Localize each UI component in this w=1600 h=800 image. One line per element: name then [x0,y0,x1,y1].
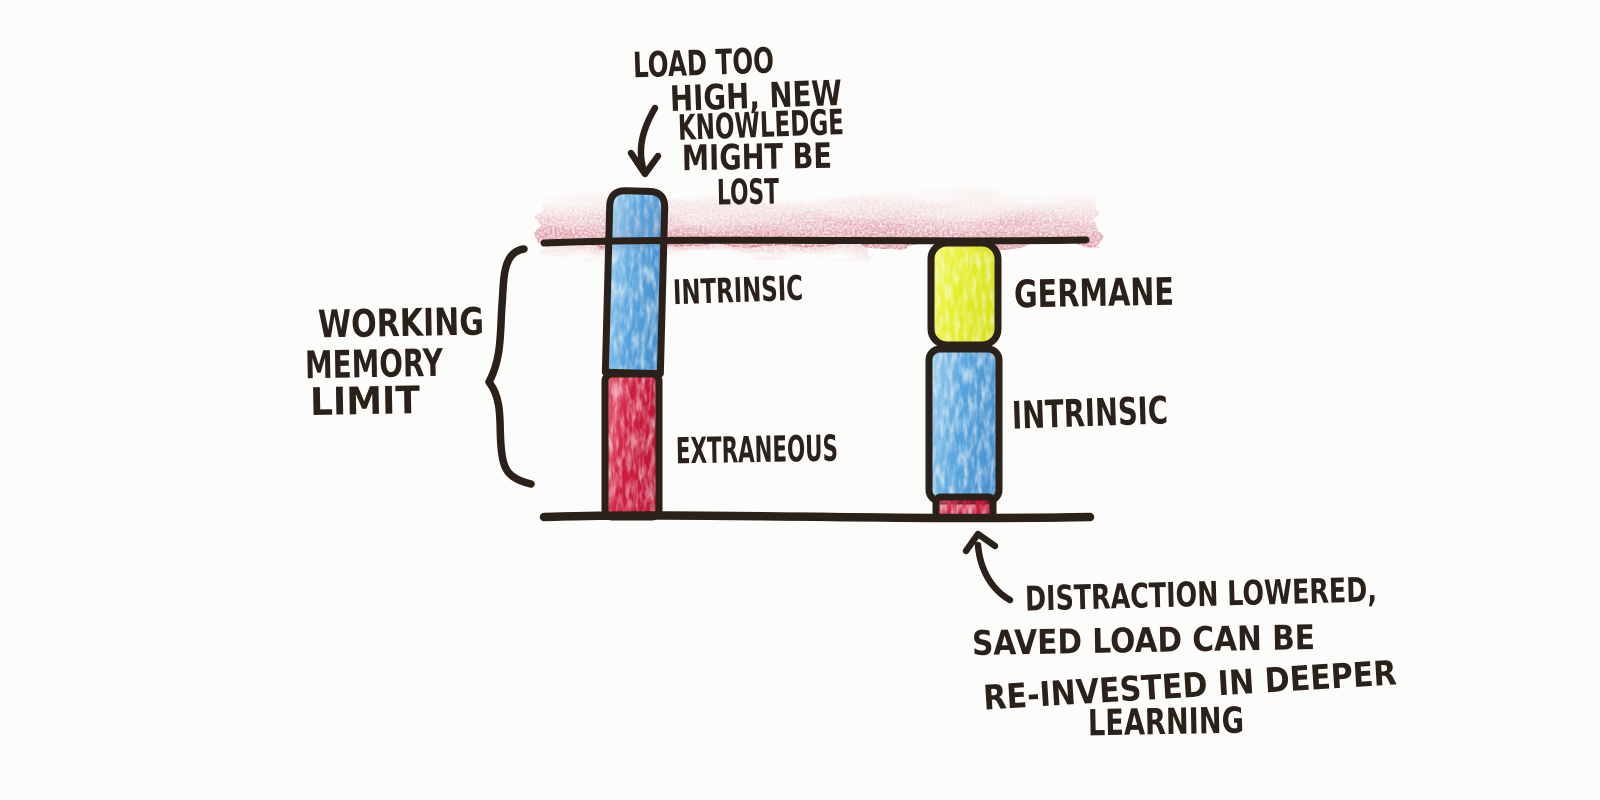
reinvest-arrow-head [962,530,999,555]
overload-note-line-1: LOAD TOO [632,41,774,86]
reinvest-note-line-4: LEARNING [1088,701,1245,745]
right-bar [925,239,1003,522]
overload-note-line-2: HIGH, NEW [669,74,842,120]
working-memory-limit-line [540,236,1090,247]
working-memory-line-3: LIMIT [310,378,421,424]
right-intrinsic-label: INTRINSIC [1011,388,1168,437]
reinvest-arrow [962,530,1014,604]
left-extraneous-label: EXTRANEOUS [676,429,839,473]
reinvest-note-line-1: DISTRACTION LOWERED, [1025,570,1378,619]
right-intrinsic-fill [931,351,997,499]
reinvest-arrow-stem [974,541,1014,604]
working-memory-note: WORKING MEMORY LIMIT [305,300,485,424]
right-bar-intrinsic-segment [925,345,1003,505]
left-intrinsic-label: INTRINSIC [672,269,803,314]
left-intrinsic-outline [601,187,669,378]
reinvest-note: DISTRACTION LOWERED, SAVED LOAD CAN BE R… [972,570,1398,744]
left-bar-extraneous-segment [601,370,663,521]
reinvest-note-line-2: SAVED LOAD CAN BE [972,618,1316,664]
right-germane-label: GERMANE [1014,270,1175,317]
left-extraneous-fill [607,376,657,515]
working-memory-line-2: MEMORY [305,341,444,387]
overload-arrow-head [627,149,662,178]
overload-note-line-5: LOST [717,172,780,213]
overload-arrow-stem [637,104,659,172]
right-germane-fill [933,245,996,343]
left-bar-intrinsic-segment [601,187,669,378]
left-intrinsic-fill [607,192,663,372]
working-memory-line-1: WORKING [318,300,485,347]
limit-shading-underline [544,244,874,256]
baseline [539,511,1095,523]
overload-arrow [627,104,662,178]
right-extraneous-fill [938,499,991,516]
right-bar-germane-segment [927,239,1002,349]
overload-note: LOAD TOO HIGH, NEW KNOWLEDGE MIGHT BE LO… [632,41,844,213]
overload-note-line-4: MIGHT BE [682,137,833,180]
overload-note-line-3: KNOWLEDGE [677,103,844,149]
working-memory-brace [485,245,535,488]
